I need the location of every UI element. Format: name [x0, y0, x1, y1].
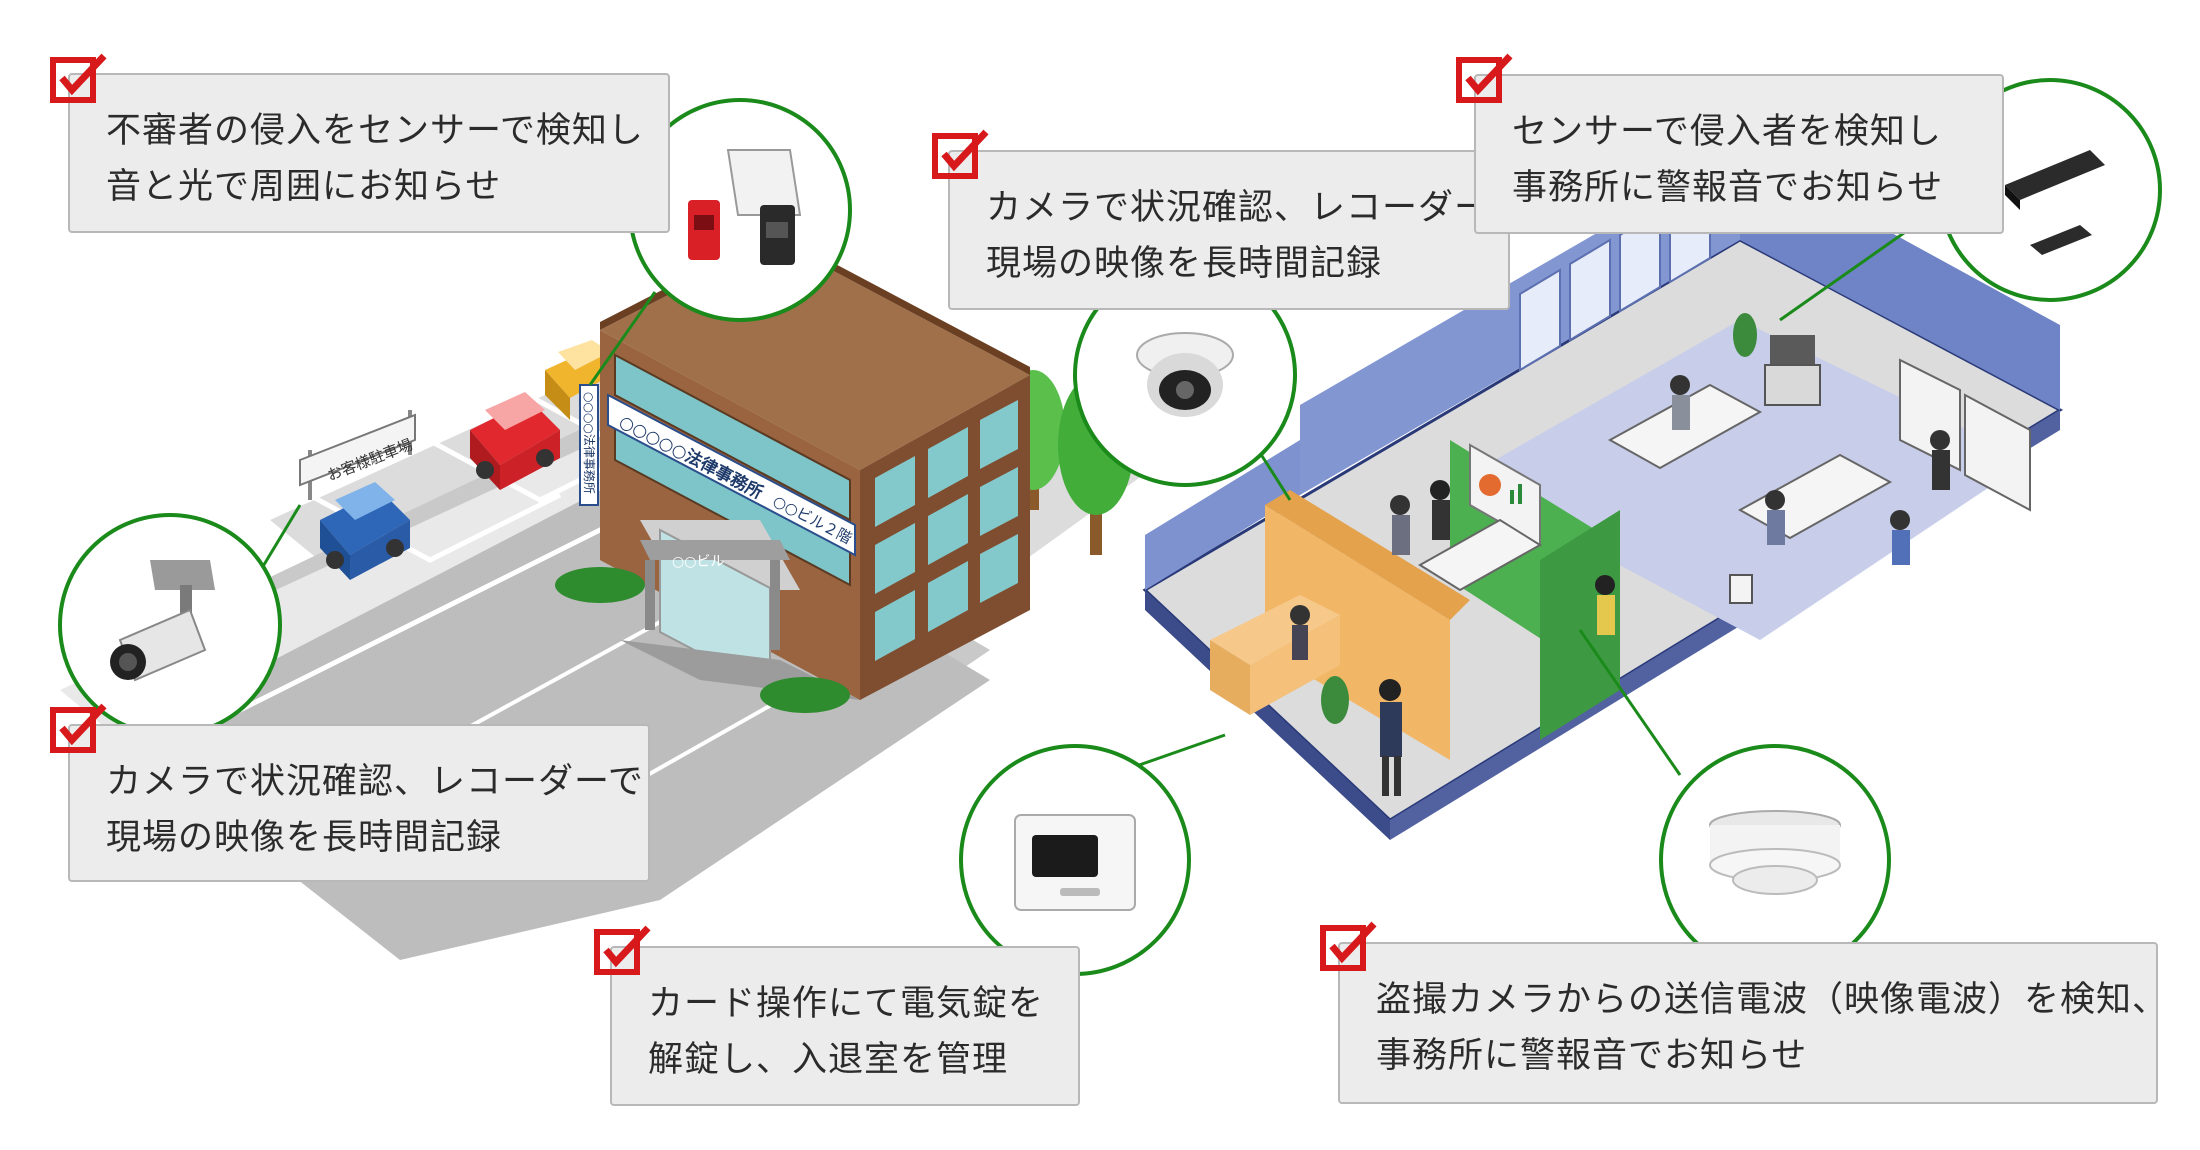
red-check-icon — [50, 703, 107, 753]
entrance-sign: ○○ビル — [672, 554, 724, 570]
callout-door-sensor: センサーで侵入者を検知し 事務所に警報音でお知らせ — [1474, 74, 2004, 234]
callout-line: 音と光で周囲にお知らせ — [106, 167, 502, 207]
office-people — [1290, 375, 1950, 796]
callout-line: 事務所に警報音でお知らせ — [1376, 1036, 1808, 1076]
callout-line: 不審者の侵入をセンサーで検知し — [106, 111, 644, 151]
building-sign-vertical: ○○○○法律事務所 — [582, 392, 596, 494]
callout-line: カード操作にて電気錠を — [648, 984, 1045, 1024]
office-floorplan — [1142, 150, 2064, 840]
callout-line: 現場の映像を長時間記録 — [986, 244, 1383, 284]
dome-camera-circle — [1073, 263, 1297, 487]
callout-spy-camera-detector: 盗撮カメラからの送信電波（映像電波）を検知、 事務所に警報音でお知らせ — [1338, 942, 2169, 1104]
red-check-icon — [594, 925, 651, 975]
callout-line: カメラで状況確認、レコーダーで — [986, 188, 1524, 228]
callout-line: カメラで状況確認、レコーダーで — [106, 762, 644, 802]
callout-card-reader: カード操作にて電気錠を 解錠し、入退室を管理 — [610, 946, 1080, 1106]
callout-intrusion-sensor: 不審者の侵入をセンサーで検知し 音と光で周囲にお知らせ — [68, 73, 670, 233]
callout-outdoor-camera: カメラで状況確認、レコーダーで 現場の映像を長時間記録 — [68, 724, 650, 882]
callout-line: 解錠し、入退室を管理 — [648, 1040, 1009, 1080]
red-check-icon — [1320, 921, 1377, 971]
callout-line: 事務所に警報音でお知らせ — [1512, 168, 1944, 208]
callout-line: 現場の映像を長時間記録 — [106, 818, 503, 858]
spy-detector-circle — [1659, 744, 1891, 976]
blue-car — [320, 482, 410, 580]
callout-line: 盗撮カメラからの送信電波（映像電波）を検知、 — [1376, 980, 2169, 1020]
card-reader-circle — [959, 744, 1191, 976]
red-check-icon — [932, 129, 989, 179]
red-check-icon — [1456, 53, 1513, 103]
red-car — [470, 392, 560, 490]
red-check-icon — [50, 53, 107, 103]
outdoor-camera-circle — [58, 513, 282, 737]
callout-indoor-camera: カメラで状況確認、レコーダーで 現場の映像を長時間記録 — [948, 150, 1524, 310]
callout-line: センサーで侵入者を検知し — [1512, 112, 1942, 152]
